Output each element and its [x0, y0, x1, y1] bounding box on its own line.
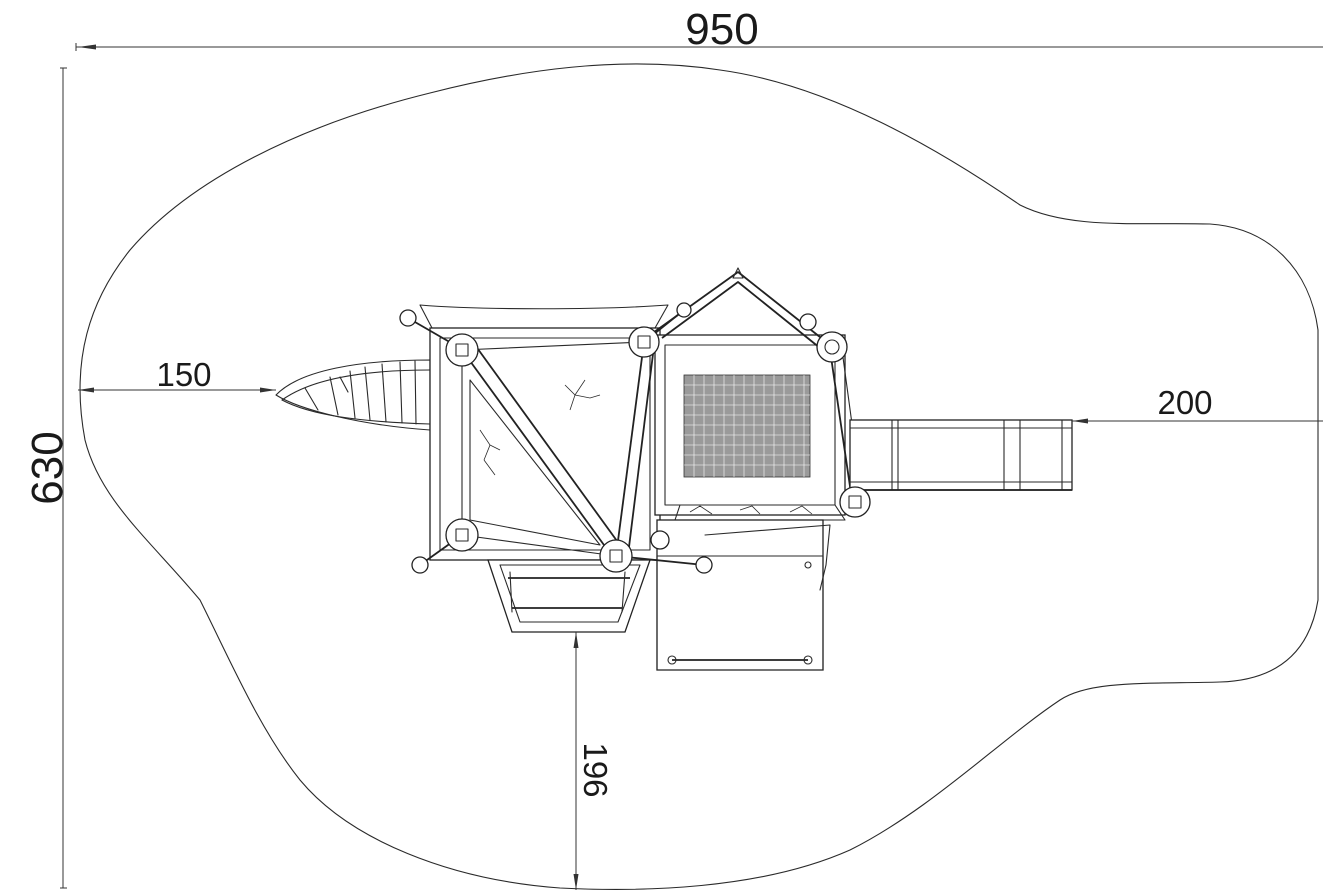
- dimension-depth: [60, 67, 67, 889]
- safety-zone-outline: [79, 63, 1319, 890]
- dimension-left-clearance: [78, 387, 276, 393]
- dimension-bottom-clearance: [573, 632, 579, 890]
- right-tower: [649, 267, 863, 521]
- corner-hubs: [399, 302, 871, 574]
- bottom-step-section: [487, 559, 651, 633]
- dimension-width-label: 950: [685, 5, 758, 54]
- dimension-depth-label: 630: [23, 431, 72, 504]
- dimension-right-clearance-label: 200: [1157, 384, 1212, 421]
- straight-slide: [849, 419, 1073, 491]
- dimension-left-clearance-label: 150: [156, 356, 211, 393]
- dimension-width: [75, 43, 1323, 51]
- dimension-bottom-clearance-label: 196: [577, 742, 614, 797]
- slide-ribs: [304, 360, 417, 425]
- dimension-right-clearance: [1072, 418, 1323, 424]
- net-grid-lines: [684, 375, 810, 477]
- spiral-slide: [275, 359, 431, 431]
- net-grid: [683, 374, 811, 478]
- bottom-ladder-panel: [656, 519, 831, 671]
